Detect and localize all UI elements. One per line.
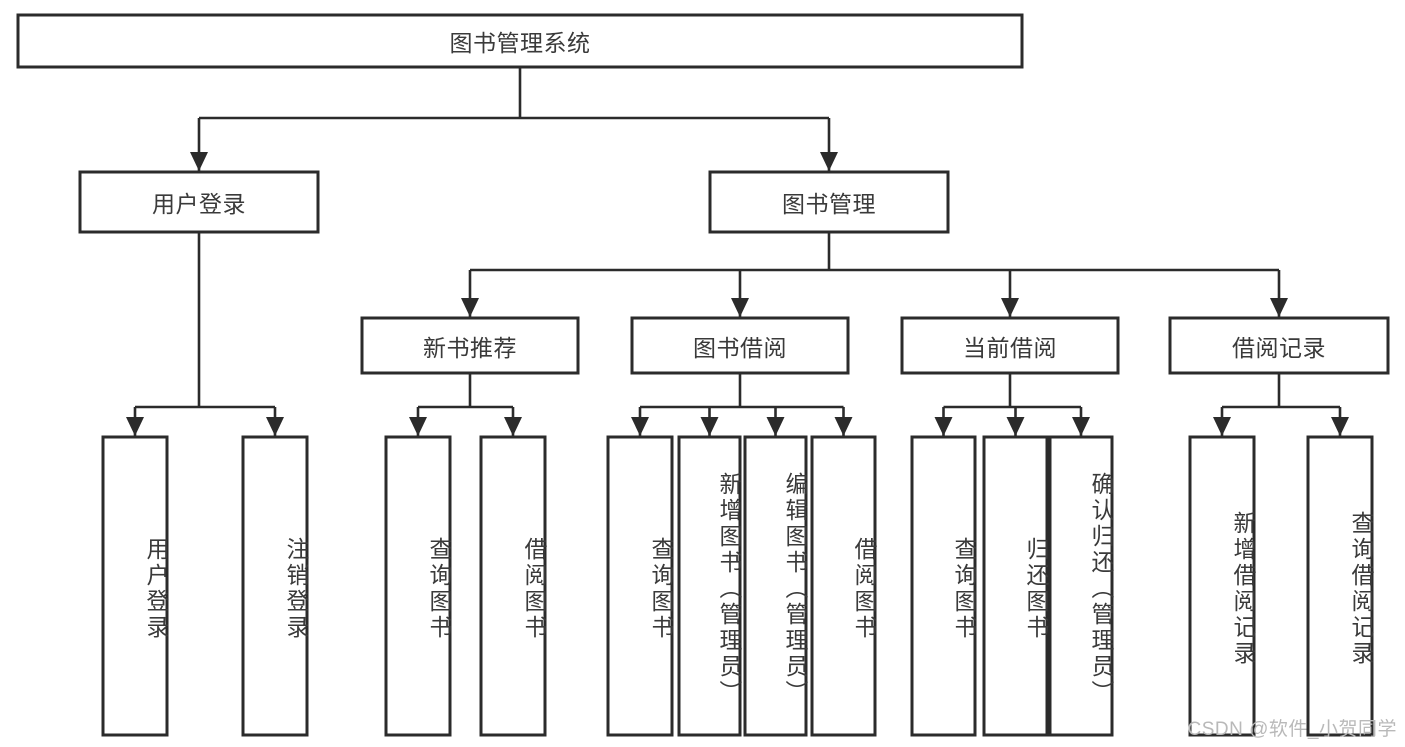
node-box-leaf-edit-book[interactable] (743, 435, 808, 737)
arrow-head-current-borrow-to-leaf-confirm-return (1072, 417, 1090, 436)
arrow-head-new-book-rec-to-leaf-borrow-book-rec (504, 417, 522, 436)
arrow-head-book-manage-to-borrow-record (1270, 298, 1288, 317)
arrow-head-book-borrow-to-leaf-borrow-book (834, 417, 853, 436)
arrow-head-root-to-book-manage (820, 152, 838, 171)
node-box-leaf-borrow-book[interactable] (810, 435, 877, 737)
node-box-leaf-add-record[interactable] (1188, 435, 1256, 737)
node-box-book-manage[interactable] (708, 170, 950, 234)
arrow-head-current-borrow-to-leaf-query-book-cur (934, 417, 953, 436)
arrow-head-borrow-record-to-leaf-add-record (1213, 417, 1231, 436)
connector-layer (126, 67, 1349, 436)
node-box-leaf-user-login[interactable] (101, 435, 169, 737)
node-box-user-login[interactable] (78, 170, 320, 234)
arrow-head-new-book-rec-to-leaf-query-book-rec (409, 417, 427, 436)
arrow-head-book-manage-to-book-borrow (731, 298, 749, 317)
arrow-head-user-login-to-leaf-logout (266, 417, 284, 436)
arrow-head-book-manage-to-current-borrow (1001, 298, 1019, 317)
node-box-leaf-confirm-return[interactable] (1048, 435, 1114, 737)
node-box-book-borrow[interactable] (630, 316, 850, 375)
arrow-head-book-borrow-to-leaf-query-book (631, 417, 649, 436)
node-box-leaf-query-book-cur[interactable] (910, 435, 977, 737)
node-box-leaf-borrow-book-rec[interactable] (479, 435, 547, 737)
arrow-head-root-to-user-login (190, 152, 208, 171)
arrow-head-book-manage-to-new-book-rec (461, 298, 479, 317)
node-box-leaf-query-book[interactable] (606, 435, 674, 737)
node-box-leaf-query-record[interactable] (1306, 435, 1374, 737)
node-box-leaf-query-book-rec[interactable] (384, 435, 452, 737)
node-box-current-borrow[interactable] (900, 316, 1120, 375)
arrow-head-current-borrow-to-leaf-return-book (1006, 417, 1025, 436)
node-box-root[interactable] (16, 13, 1024, 69)
arrow-head-borrow-record-to-leaf-query-record (1331, 417, 1349, 436)
arrow-head-user-login-to-leaf-user-login (126, 417, 144, 436)
arrow-head-book-borrow-to-leaf-add-book (700, 417, 719, 436)
watermark-text: CSDN @软件_小贺同学 (1187, 719, 1397, 740)
node-box-leaf-add-book[interactable] (677, 435, 742, 737)
node-box-new-book-rec[interactable] (360, 316, 580, 375)
arrow-head-book-borrow-to-leaf-edit-book (766, 417, 785, 436)
node-box-layer (16, 13, 1390, 737)
node-box-borrow-record[interactable] (1168, 316, 1390, 375)
node-box-leaf-return-book[interactable] (982, 435, 1049, 737)
node-box-leaf-logout[interactable] (241, 435, 309, 737)
